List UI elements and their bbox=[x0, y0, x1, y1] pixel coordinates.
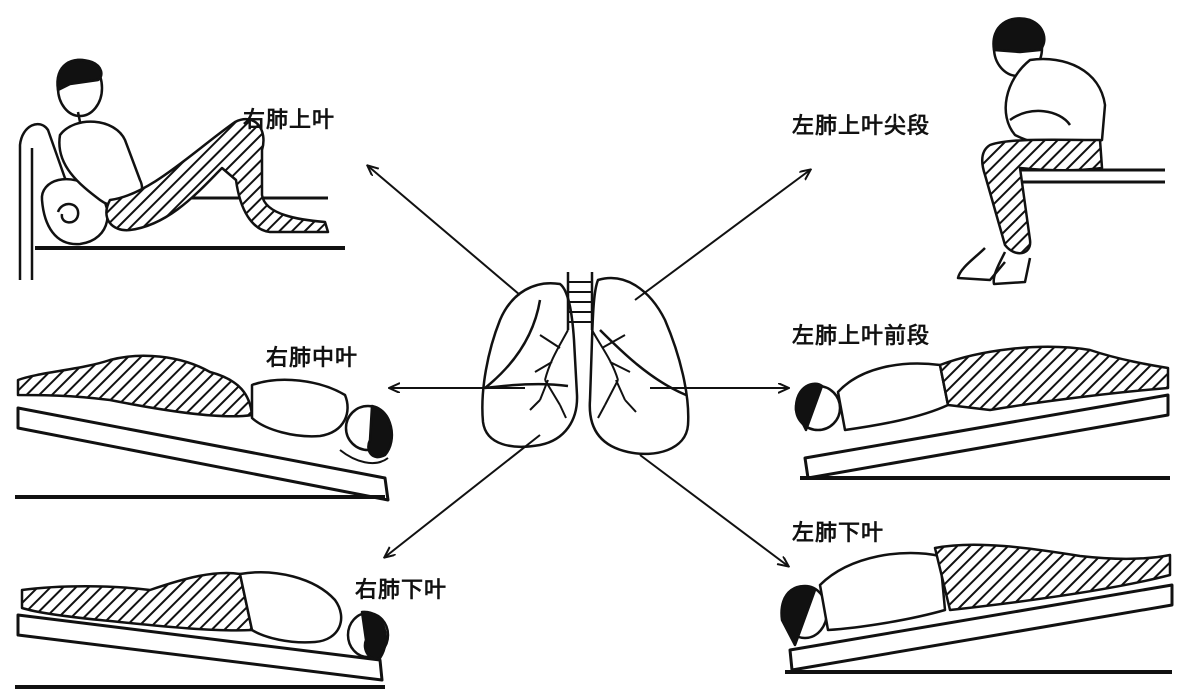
label-right-middle-lobe: 右肺中叶 bbox=[266, 346, 359, 371]
label-left-upper-lobe-anterior: 左肺上叶前段 bbox=[792, 324, 931, 349]
figure-sitting-forward bbox=[956, 17, 1165, 286]
figure-supine-tilted bbox=[15, 354, 394, 502]
left-lung bbox=[588, 276, 690, 456]
arrow-left-lower-lobe bbox=[639, 454, 788, 566]
figure-side-lying-right bbox=[780, 543, 1174, 674]
label-right-lower-lobe: 右肺下叶 bbox=[355, 578, 448, 603]
label-right-upper-lobe: 右肺上叶 bbox=[243, 108, 336, 133]
lungs-illustration bbox=[481, 272, 690, 456]
arrow-right-upper-lobe bbox=[368, 166, 521, 296]
figure-supine-headdown bbox=[794, 345, 1170, 480]
right-lung bbox=[481, 282, 579, 449]
label-left-upper-lobe-apical: 左肺上叶尖段 bbox=[792, 114, 931, 139]
figure-side-lying-left bbox=[15, 571, 390, 689]
arrow-right-lower-lobe bbox=[385, 434, 541, 557]
arrows bbox=[368, 166, 810, 566]
arrow-left-upper-lobe-apical bbox=[634, 170, 810, 301]
figure-sitting-reclined bbox=[18, 58, 345, 280]
label-left-lower-lobe: 左肺下叶 bbox=[792, 521, 885, 546]
